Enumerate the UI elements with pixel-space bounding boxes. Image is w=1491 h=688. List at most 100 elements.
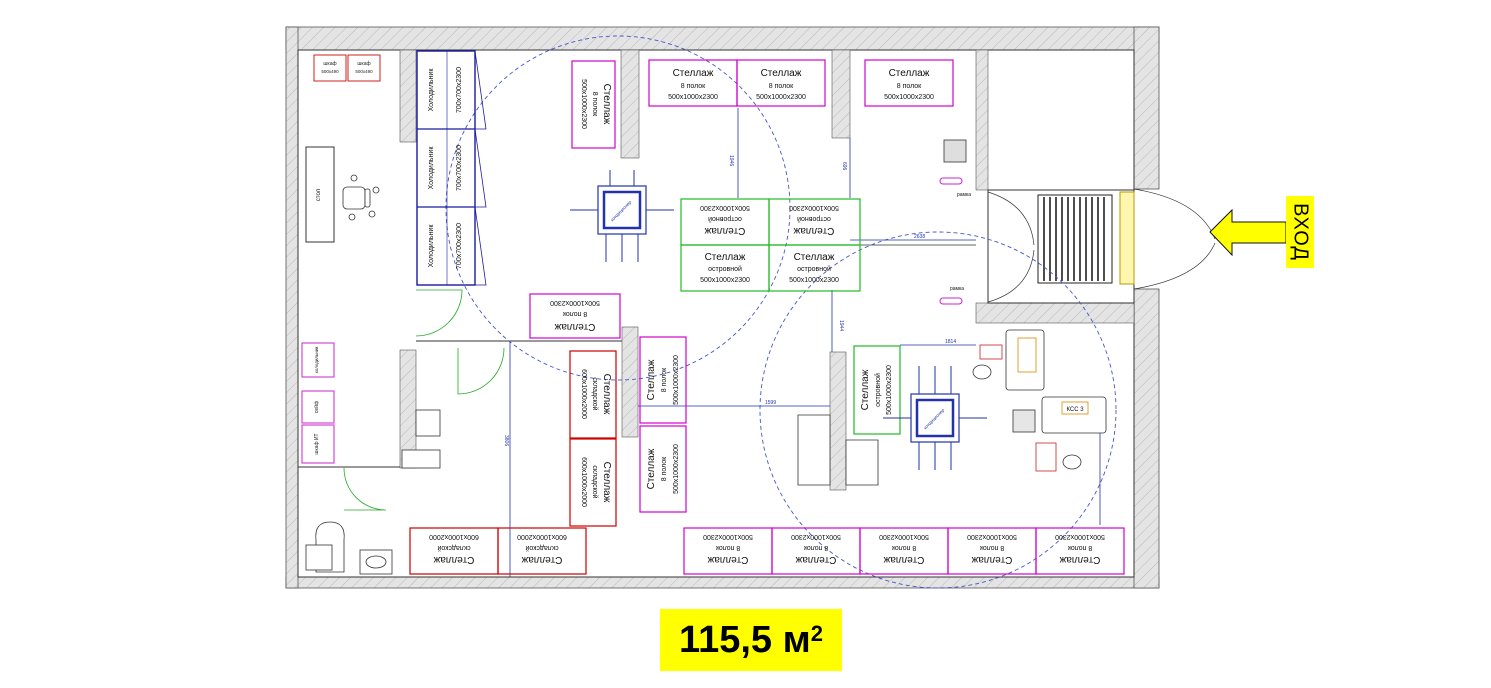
svg-text:500х1000х2300: 500х1000х2300 — [550, 299, 600, 306]
svg-text:островной: островной — [797, 215, 831, 223]
svg-text:500х1000х2300: 500х1000х2300 — [884, 94, 934, 101]
svg-text:700х700х2300: 700х700х2300 — [456, 145, 463, 191]
camera-coverage — [445, 35, 1117, 589]
svg-text:600х1000х2000: 600х1000х2000 — [429, 533, 479, 540]
checkout-area: КСС 3 — [943, 139, 1107, 472]
display-counters — [797, 414, 879, 486]
dim-label: 1814 — [945, 339, 956, 345]
chair-icon — [342, 174, 380, 221]
svg-text:500х490: 500х490 — [355, 69, 373, 74]
svg-text:8 полок: 8 полок — [803, 544, 828, 551]
svg-text:500х1000х2300: 500х1000х2300 — [580, 79, 587, 129]
svg-text:600х1000х2000: 600х1000х2000 — [580, 369, 587, 419]
svg-text:500х1000х2300: 500х1000х2300 — [789, 204, 839, 211]
svg-text:500х1000х2300: 500х1000х2300 — [879, 533, 929, 540]
svg-text:Стеллаж: Стеллаж — [601, 84, 612, 125]
air-curtain — [1119, 191, 1135, 285]
svg-text:рамка: рамка — [957, 192, 971, 198]
svg-text:складской: складской — [591, 465, 599, 498]
island-racks: Стеллаж островной 500х1000х2300 Стеллаж … — [680, 198, 901, 435]
svg-text:Стеллаж: Стеллаж — [646, 359, 657, 400]
svg-text:шкаф: шкаф — [323, 61, 336, 67]
svg-text:Стеллаж: Стеллаж — [554, 321, 595, 332]
svg-text:шкаф: шкаф — [357, 61, 370, 67]
svg-text:Стеллаж: Стеллаж — [971, 554, 1012, 565]
svg-text:8 полок: 8 полок — [562, 310, 587, 317]
svg-text:8 полок: 8 полок — [661, 456, 668, 481]
svg-text:Холодильник: Холодильник — [428, 224, 435, 268]
svg-text:700х700х2300: 700х700х2300 — [456, 223, 463, 269]
area-unit-sup: 2 — [810, 621, 823, 646]
svg-text:Стеллаж: Стеллаж — [673, 68, 714, 79]
svg-text:Стеллаж: Стеллаж — [795, 554, 836, 565]
svg-text:Стеллаж: Стеллаж — [646, 448, 657, 489]
svg-text:8 полок: 8 полок — [891, 544, 916, 551]
svg-text:островной: островной — [708, 265, 742, 273]
door-swings — [343, 289, 505, 511]
svg-text:8 полок: 8 полок — [1067, 544, 1092, 551]
svg-text:Стеллаж: Стеллаж — [705, 252, 746, 263]
dim-label: 1946 — [728, 155, 734, 166]
svg-text:500х1000х2300: 500х1000х2300 — [789, 277, 839, 284]
svg-text:Стеллаж: Стеллаж — [794, 252, 835, 263]
dim-label: 2638 — [914, 234, 925, 240]
cabinet — [313, 54, 347, 82]
svg-text:700х700х2300: 700х700х2300 — [456, 67, 463, 113]
svg-text:Стеллаж: Стеллаж — [1059, 554, 1100, 565]
dim-label: 3806 — [503, 435, 509, 446]
entry-label: ВХОД — [1286, 196, 1314, 268]
svg-text:8 полок: 8 полок — [591, 92, 598, 117]
svg-text:8 полок: 8 полок — [715, 544, 740, 551]
svg-text:Холодильник: Холодильник — [428, 68, 435, 112]
dim-label: 1599 — [765, 400, 776, 406]
svg-text:500х1000х2300: 500х1000х2300 — [967, 533, 1017, 540]
entrance-mat-grid — [1043, 197, 1105, 281]
svg-text:500х1000х2300: 500х1000х2300 — [791, 533, 841, 540]
svg-text:Стеллаж: Стеллаж — [601, 374, 612, 415]
svg-text:шкаф ИТ: шкаф ИТ — [314, 433, 320, 454]
svg-text:8 полок: 8 полок — [979, 544, 1004, 551]
svg-text:600х1000х2000: 600х1000х2000 — [517, 533, 567, 540]
svg-text:8 полок: 8 полок — [769, 83, 794, 90]
svg-text:Стеллаж: Стеллаж — [860, 369, 871, 410]
security-frame: рамка рамка — [939, 177, 971, 305]
svg-text:складской: складской — [525, 544, 558, 552]
storage-racks: Стеллаж складской 600х1000х2000 Стеллаж … — [409, 350, 617, 575]
area-value: 115,5 м — [679, 618, 811, 661]
svg-text:стол: стол — [316, 188, 322, 201]
svg-text:500х1000х2300: 500х1000х2300 — [700, 277, 750, 284]
svg-text:500х1000х2300: 500х1000х2300 — [673, 444, 680, 494]
svg-text:островной: островной — [874, 373, 882, 407]
svg-text:Стеллаж: Стеллаж — [793, 225, 834, 236]
svg-text:сейф: сейф — [313, 401, 320, 413]
svg-text:500х1000х2300: 500х1000х2300 — [886, 365, 893, 415]
svg-text:Стеллаж: Стеллаж — [889, 68, 930, 79]
svg-text:500х1000х2300: 500х1000х2300 — [673, 355, 680, 405]
svg-text:8 полок: 8 полок — [897, 83, 922, 90]
dim-label: 1944 — [838, 320, 844, 331]
svg-text:600х1000х2000: 600х1000х2000 — [580, 457, 587, 507]
svg-text:складской: складской — [591, 377, 599, 410]
entry-arrow-icon — [1209, 208, 1287, 257]
vestibule — [987, 188, 1216, 304]
inner-walls — [298, 49, 1135, 491]
entrance-mat — [1037, 194, 1113, 284]
svg-text:Стеллаж: Стеллаж — [521, 554, 562, 565]
svg-text:Стеллаж: Стеллаж — [707, 554, 748, 565]
svg-text:500х490: 500х490 — [321, 69, 339, 74]
fridges: Холодильник 700х700х2300 Холодильник 700… — [416, 50, 487, 286]
racks: Стеллаж 8 полок 500х1000х2300 Стеллаж 8 … — [529, 59, 1125, 575]
air-conditioner-icon: кондиционер — [883, 366, 987, 470]
svg-text:рамка: рамка — [950, 286, 964, 292]
svg-text:500х1000х2300: 500х1000х2300 — [1055, 533, 1105, 540]
svg-text:8 полок: 8 полок — [681, 83, 706, 90]
air-conditioner-icon: кондиционер — [570, 170, 674, 262]
svg-text:Стеллаж: Стеллаж — [704, 225, 745, 236]
svg-text:500х1000х2300: 500х1000х2300 — [700, 204, 750, 211]
svg-text:500х1000х2300: 500х1000х2300 — [703, 533, 753, 540]
svg-text:500х1000х2300: 500х1000х2300 — [668, 94, 718, 101]
office-zone: шкаф 500х490 шкаф 500х490 стол холодильн… — [301, 54, 381, 464]
svg-text:складской: складской — [437, 544, 470, 552]
svg-text:КСС 3: КСС 3 — [1066, 407, 1084, 413]
